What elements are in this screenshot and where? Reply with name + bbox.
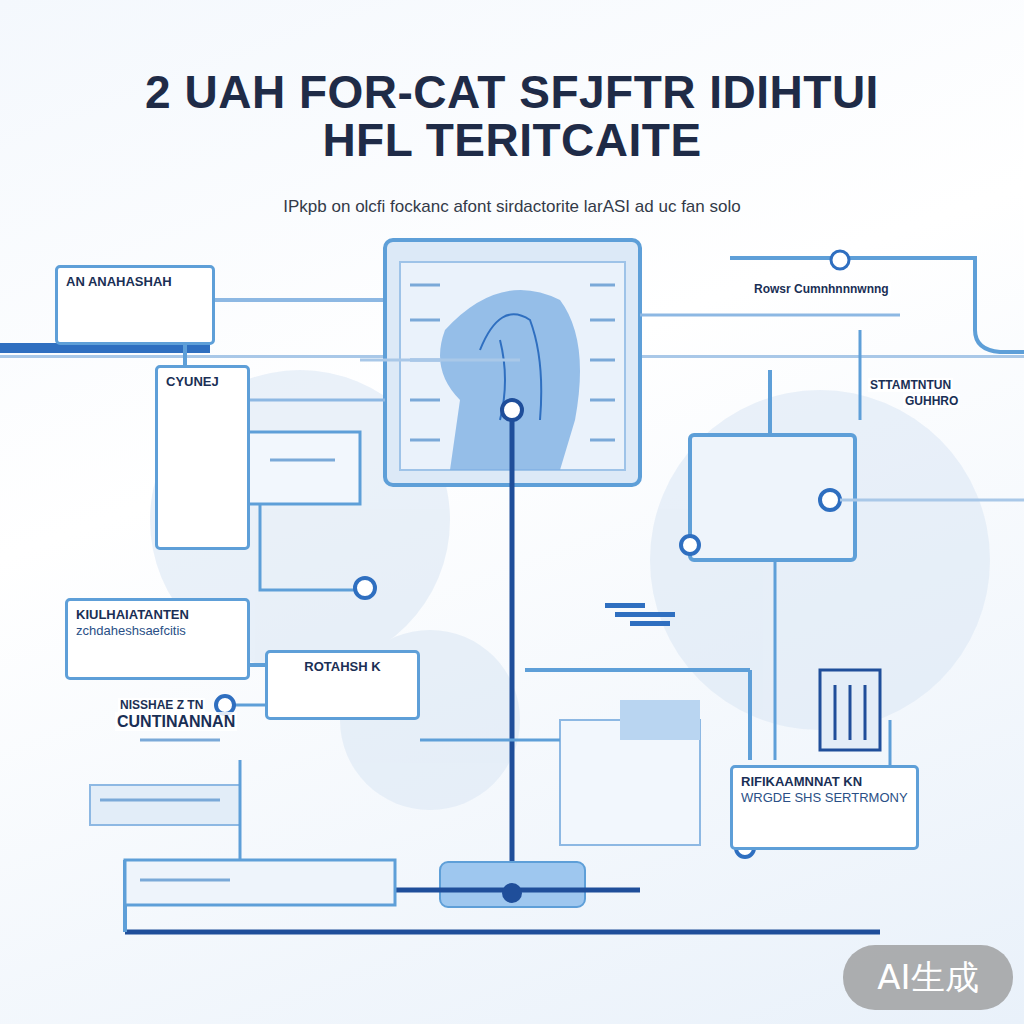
box-heading: CYUNEJ <box>166 374 239 390</box>
box-body: zchdaheshsaefcitis <box>76 623 239 639</box>
box-heading: KIULHAIATANTEN <box>76 607 239 623</box>
text-label: NISSHAE Z TN <box>118 698 205 712</box>
connector <box>250 663 265 667</box>
diagram-caption: IPkpb on olcfi fockanc afont sirdactorit… <box>112 197 912 217</box>
watermark: AI生成 <box>843 945 1013 1010</box>
process-box: CYUNEJ <box>155 365 250 550</box>
box-heading: ROTAHSH K <box>276 659 409 675</box>
process-box: KIULHAIATANTENzchdaheshsaefcitis <box>65 598 250 680</box>
box-heading: RIFIKAAMNNAT KN <box>741 774 908 790</box>
text-label: GUHHRO <box>903 394 960 408</box>
text-label: STTAMTNTUN <box>868 378 953 392</box>
text-label: Rowsr Cumnhnnnwnng <box>752 282 891 296</box>
process-box: RIFIKAAMNNAT KNWRGDE SHS SERTRMONY <box>730 765 919 850</box>
diagram-title: 2 UAH FOR-CAT SFJFTR IDIHTUI HFL TERITCA… <box>112 68 912 165</box>
text-label: CUNTINANNAN <box>115 712 237 731</box>
box-body: WRGDE SHS SERTRMONY <box>741 790 908 806</box>
process-box: AN ANAHASHAH <box>55 265 215 345</box>
connector <box>183 345 187 365</box>
box-heading: AN ANAHASHAH <box>66 274 204 290</box>
process-box: ROTAHSH K <box>265 650 420 720</box>
